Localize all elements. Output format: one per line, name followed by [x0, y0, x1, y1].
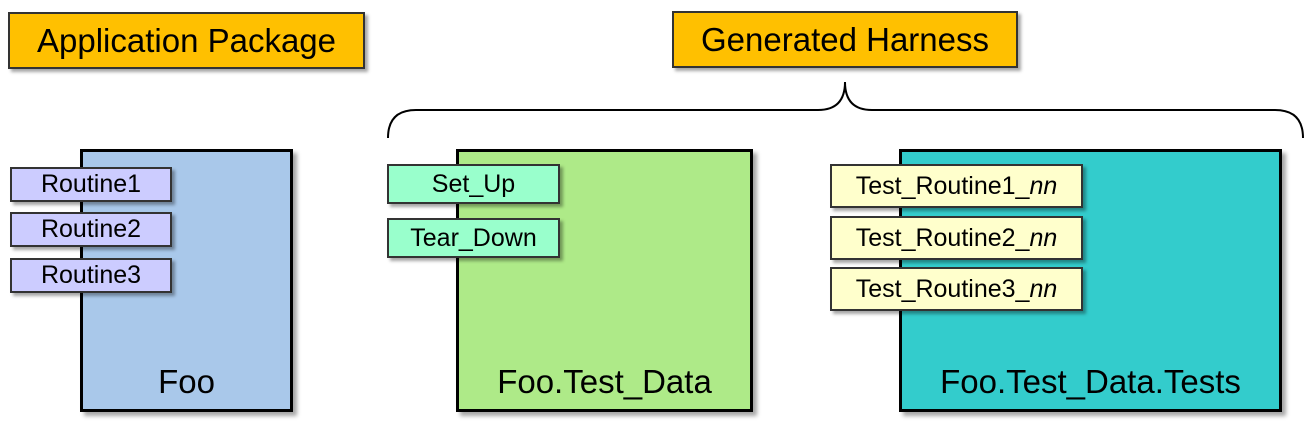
test-routine-3: Test_Routine3_nn — [830, 267, 1083, 311]
application-package-title: Application Package — [8, 12, 365, 69]
test-routine-2-base: Test_Routine2_ — [855, 223, 1030, 252]
set-up-label: Set_Up — [431, 169, 516, 198]
test-routine-2: Test_Routine2_nn — [830, 216, 1083, 260]
routine-1-label: Routine1 — [40, 170, 142, 198]
set-up-routine: Set_Up — [387, 164, 560, 204]
test-routine-1-suffix: nn — [1029, 171, 1058, 200]
routine-2: Routine2 — [10, 212, 172, 247]
application-package-title-text: Application Package — [36, 21, 337, 59]
test-routine-2-suffix: nn — [1029, 223, 1058, 252]
test-routine-1-base: Test_Routine1_ — [855, 171, 1030, 200]
routine-3-label: Routine3 — [40, 261, 142, 289]
generated-harness-title: Generated Harness — [672, 11, 1018, 68]
routine-1: Routine1 — [10, 167, 172, 202]
package-foo-label: Foo — [158, 363, 215, 400]
package-tests-label: Foo.Test_Data.Tests — [940, 363, 1241, 400]
tear-down-routine: Tear_Down — [387, 218, 560, 258]
harness-brace-path — [387, 81, 1304, 139]
routine-2-label: Routine2 — [40, 215, 142, 243]
package-test-data-label: Foo.Test_Data — [497, 363, 712, 400]
test-routine-3-suffix: nn — [1029, 274, 1058, 303]
generated-harness-title-text: Generated Harness — [701, 20, 989, 58]
test-routine-1: Test_Routine1_nn — [830, 164, 1083, 208]
test-routine-3-base: Test_Routine3_ — [855, 274, 1030, 303]
routine-3: Routine3 — [10, 258, 172, 293]
tear-down-label: Tear_Down — [410, 223, 537, 252]
